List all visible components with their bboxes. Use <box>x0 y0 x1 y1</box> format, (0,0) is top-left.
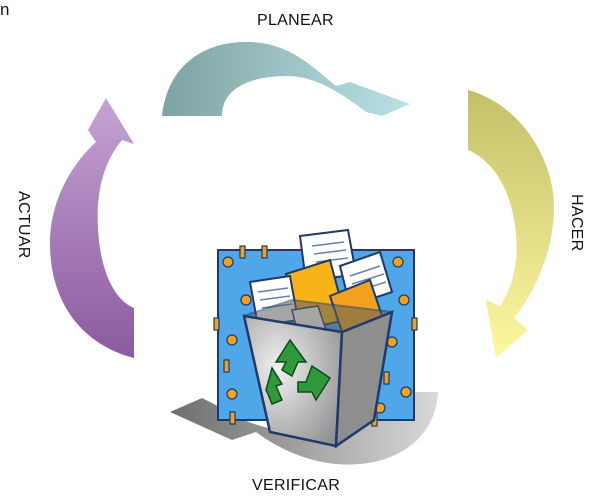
planear-arrow <box>162 41 410 116</box>
corner-text: n <box>0 0 10 19</box>
stage-label-hacer: HACER <box>568 194 585 252</box>
stage-label-actuar: ACTUAR <box>15 191 32 259</box>
stage-label-verificar: VERIFICAR <box>252 477 341 494</box>
hacer-arrow <box>468 90 555 358</box>
actuar-arrow <box>50 98 134 358</box>
verificar-arrow <box>170 392 438 465</box>
stage-label-planear: PLANEAR <box>257 12 334 29</box>
recycle-bin-icon <box>213 228 418 449</box>
